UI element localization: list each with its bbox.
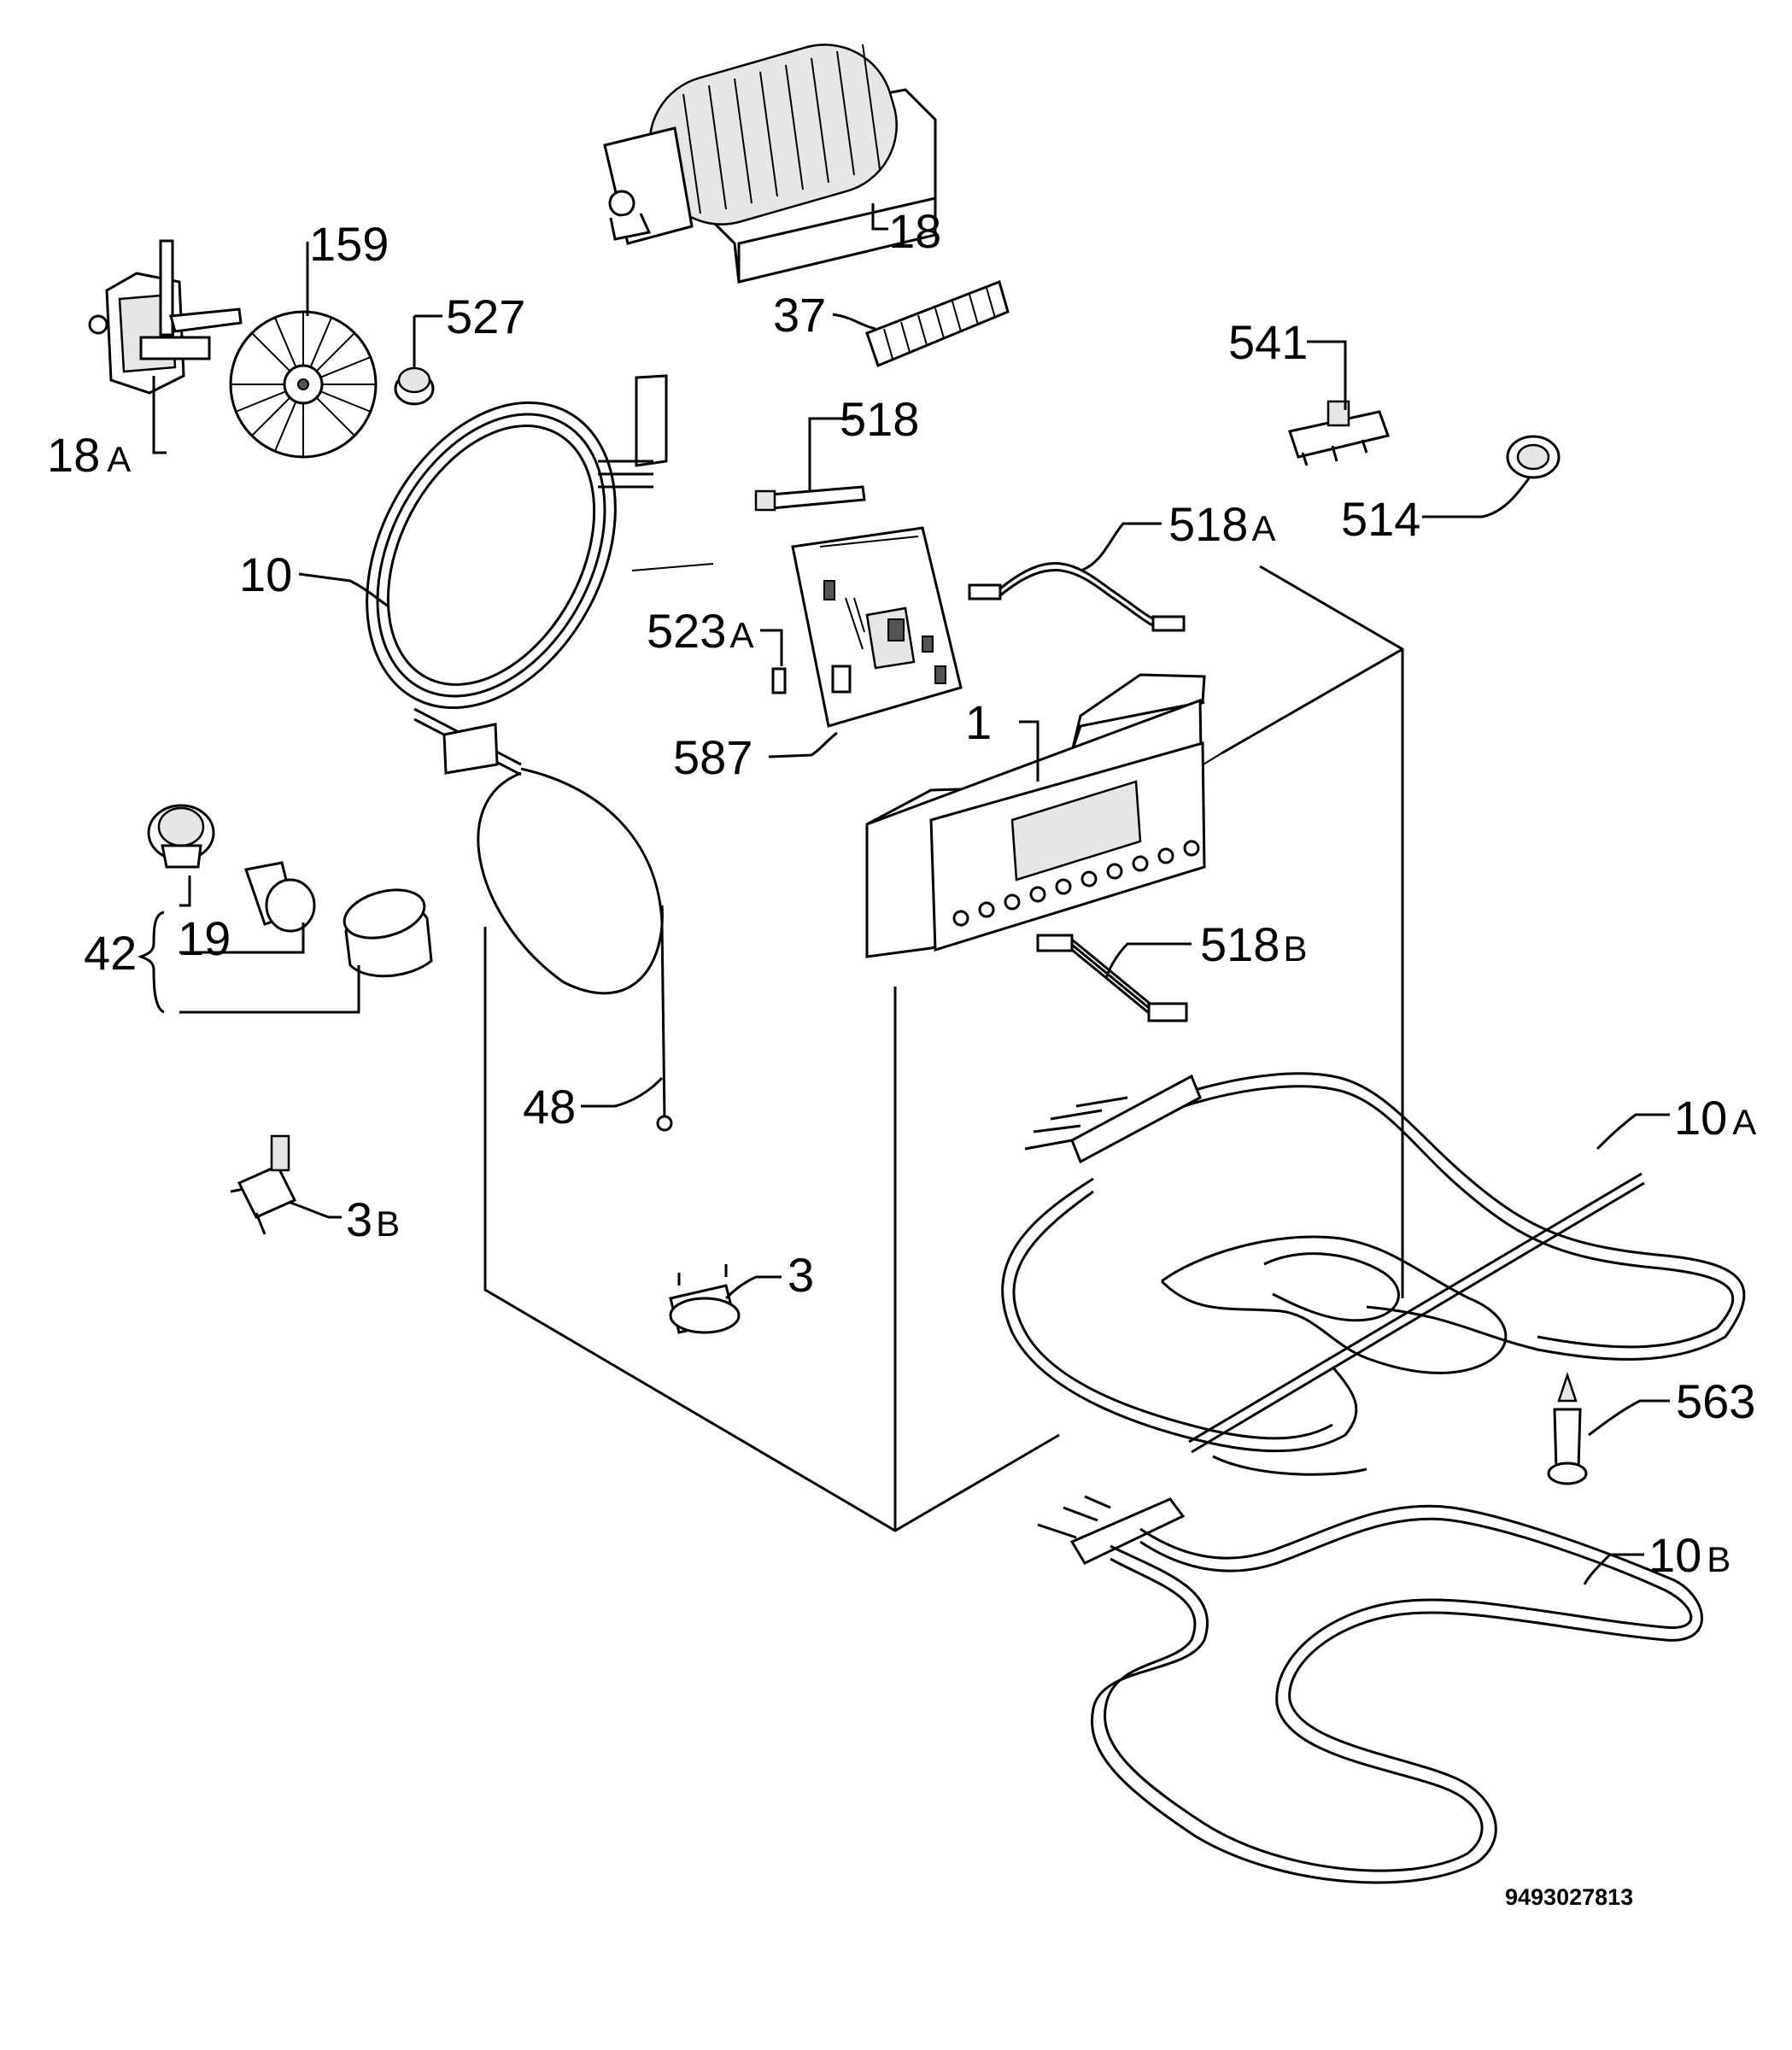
label-48: 48 bbox=[523, 1080, 576, 1133]
control-panel-part bbox=[865, 673, 1206, 958]
nut-part bbox=[394, 366, 435, 406]
tangential-fan-part bbox=[603, 44, 937, 284]
label-42: 42 bbox=[84, 926, 137, 980]
label-541: 541 bbox=[1228, 315, 1308, 369]
label-518: 518 bbox=[840, 392, 919, 446]
leader-lines bbox=[137, 203, 1670, 1585]
label-523A: 523A bbox=[647, 604, 753, 658]
label-527: 527 bbox=[446, 290, 525, 343]
label-159: 159 bbox=[309, 217, 389, 271]
control-panel-buttons bbox=[952, 840, 1200, 927]
thermal-cutout-b-part bbox=[230, 1134, 297, 1235]
label-518B: 518B bbox=[1200, 917, 1307, 971]
circular-heating-element-part bbox=[366, 374, 668, 710]
label-19: 19 bbox=[178, 911, 231, 965]
part-523A-connector bbox=[771, 667, 787, 694]
bolt-part bbox=[1547, 1372, 1588, 1485]
label-518A: 518A bbox=[1168, 497, 1275, 551]
wiring-harness-b-part bbox=[1036, 934, 1188, 1022]
switch-part bbox=[1288, 400, 1390, 466]
document-number: 9493027813 bbox=[1505, 1884, 1633, 1910]
label-3B: 3B bbox=[346, 1192, 400, 1246]
lamp-assembly-part bbox=[147, 804, 433, 978]
oven-cabinet-outline bbox=[483, 563, 1404, 1532]
label-587: 587 bbox=[673, 730, 753, 784]
label-3: 3 bbox=[788, 1248, 814, 1302]
fan-blade-part bbox=[229, 310, 378, 459]
grill-element-top-part bbox=[1001, 1072, 1746, 1476]
label-514: 514 bbox=[1341, 492, 1420, 546]
label-18: 18 bbox=[888, 204, 941, 258]
bushing-part bbox=[1506, 435, 1561, 479]
thermostat-bulb-part bbox=[413, 707, 673, 1132]
fan-blades-lines bbox=[682, 44, 881, 214]
label-1: 1 bbox=[965, 695, 992, 749]
small-cable-part bbox=[754, 485, 866, 512]
terminal-block-part bbox=[865, 280, 1010, 367]
fan-motor-part bbox=[88, 239, 243, 395]
thermostat-part bbox=[669, 1264, 741, 1334]
label-563: 563 bbox=[1676, 1374, 1755, 1428]
label-37: 37 bbox=[773, 288, 826, 342]
label-10: 10 bbox=[239, 548, 292, 601]
circuit-board-part bbox=[771, 526, 963, 728]
wiring-harness-a-part bbox=[968, 562, 1186, 632]
bottom-element-part bbox=[1037, 1495, 1703, 1884]
